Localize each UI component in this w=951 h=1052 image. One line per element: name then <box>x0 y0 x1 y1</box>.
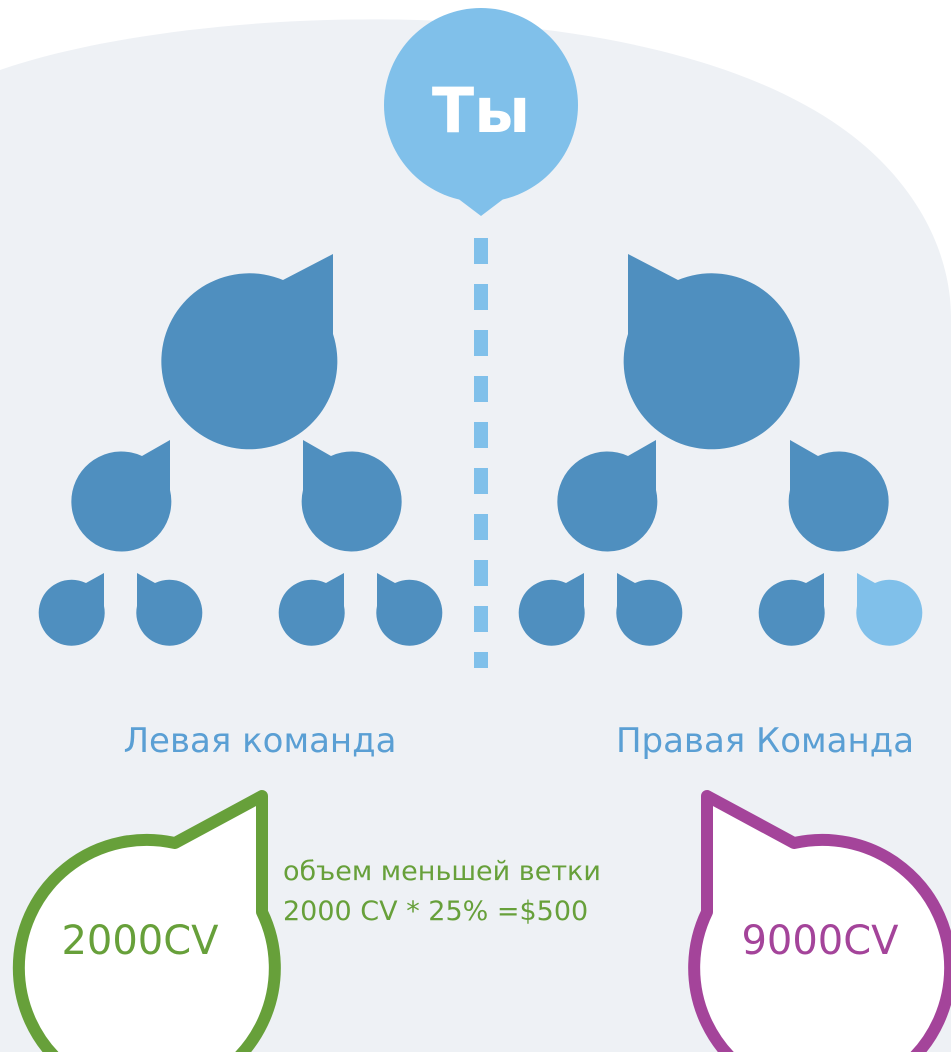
leaf-node-6 <box>616 573 683 646</box>
right-branch-node <box>623 254 800 450</box>
right-cv-bubble: 9000CV <box>688 790 951 1052</box>
right-left-node <box>557 440 658 552</box>
leaf-node-5 <box>518 573 585 646</box>
right-right-node <box>788 440 889 552</box>
right-cv-bubble-outline <box>688 790 951 1052</box>
leaf-node-8 <box>856 573 923 646</box>
root-label: Ты <box>432 74 530 147</box>
root-node: Ты <box>384 8 578 216</box>
left-cv-bubble-outline <box>12 790 281 1052</box>
formula-line-2: 2000 CV * 25% =$500 <box>283 896 588 927</box>
leaf-node-1 <box>38 573 105 646</box>
right-team-label: Правая Команда <box>616 721 914 761</box>
root-bubble-tail <box>444 188 518 216</box>
left-cv-value: 2000CV <box>61 918 219 964</box>
left-branch-node <box>161 254 338 450</box>
left-team-label: Левая команда <box>123 721 396 761</box>
left-cv-bubble: 2000CV <box>12 790 281 1052</box>
formula-line-1: объем меньшей ветки <box>283 856 601 887</box>
leaf-node-4 <box>376 573 443 646</box>
root-bubble <box>384 8 578 202</box>
leaf-node-7 <box>758 573 825 646</box>
left-left-node <box>71 440 172 552</box>
left-right-node <box>301 440 402 552</box>
leaf-node-2 <box>136 573 203 646</box>
right-cv-value: 9000CV <box>741 918 899 964</box>
leaf-node-3 <box>278 573 345 646</box>
